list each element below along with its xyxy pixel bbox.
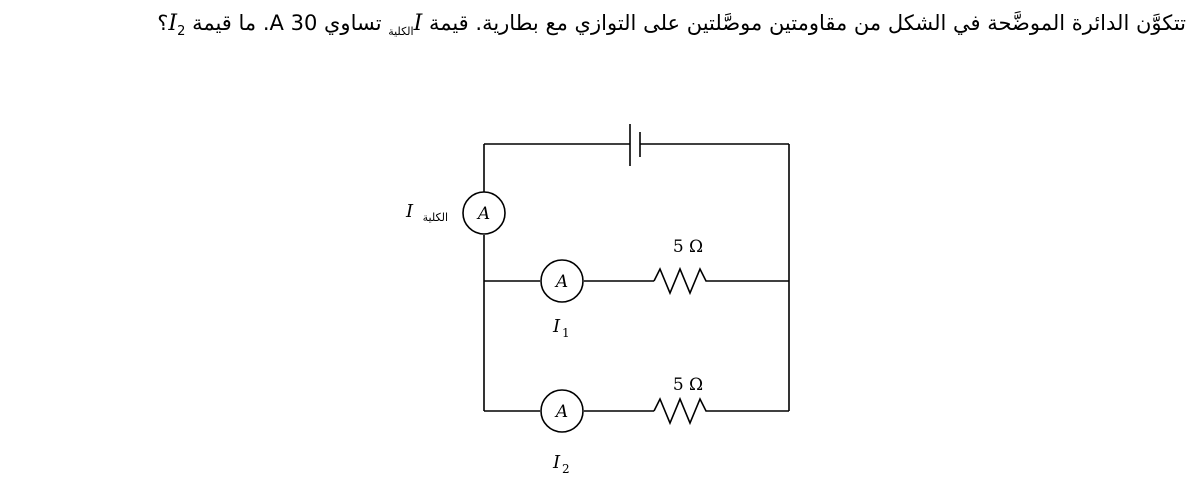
question-ask: . ما قيمة xyxy=(185,11,270,35)
total-current-symbol: I xyxy=(405,201,414,222)
i2-label-subscript: 2 xyxy=(562,462,570,476)
circuit-wires xyxy=(483,143,790,412)
total-ammeter: A xyxy=(462,191,506,235)
branch2-resistor: 5 Ω xyxy=(653,375,712,426)
question-text: تتكوَّن الدائرة الموضَّحة في الشكل من مق… xyxy=(14,6,1186,49)
branch2-ammeter: A xyxy=(540,389,584,433)
i2-subscript: 2 xyxy=(177,24,186,40)
i-total-subscript: الكلية xyxy=(388,25,414,39)
branch1-resistance-label: 5 Ω xyxy=(673,237,703,257)
total-current-subscript: الكلية xyxy=(423,211,448,224)
question-middle: تساوي xyxy=(317,11,389,35)
current-value: 30 A xyxy=(269,11,318,35)
branch2-current-label: I 2 xyxy=(552,452,570,476)
branch2-resistance-label: 5 Ω xyxy=(673,375,703,395)
total-current-label: I الكلية xyxy=(405,201,448,224)
total-ammeter-label: A xyxy=(476,204,490,224)
i2-label-symbol: I xyxy=(552,452,561,473)
question-mark: ؟ xyxy=(157,11,169,35)
branch1-ammeter: A xyxy=(540,259,584,303)
i1-symbol: I xyxy=(552,316,561,337)
i-total-symbol: I xyxy=(413,11,423,36)
branch1-resistor: 5 Ω xyxy=(653,237,712,296)
question-intro: تتكوَّن الدائرة الموضَّحة في الشكل من مق… xyxy=(422,11,1186,35)
i2-symbol: I xyxy=(168,11,178,36)
i1-subscript: 1 xyxy=(562,326,570,340)
battery-symbol xyxy=(629,124,641,166)
branch2-ammeter-label: A xyxy=(554,402,568,422)
branch1-current-label: I 1 xyxy=(552,316,570,340)
branch1-ammeter-label: A xyxy=(554,272,568,292)
